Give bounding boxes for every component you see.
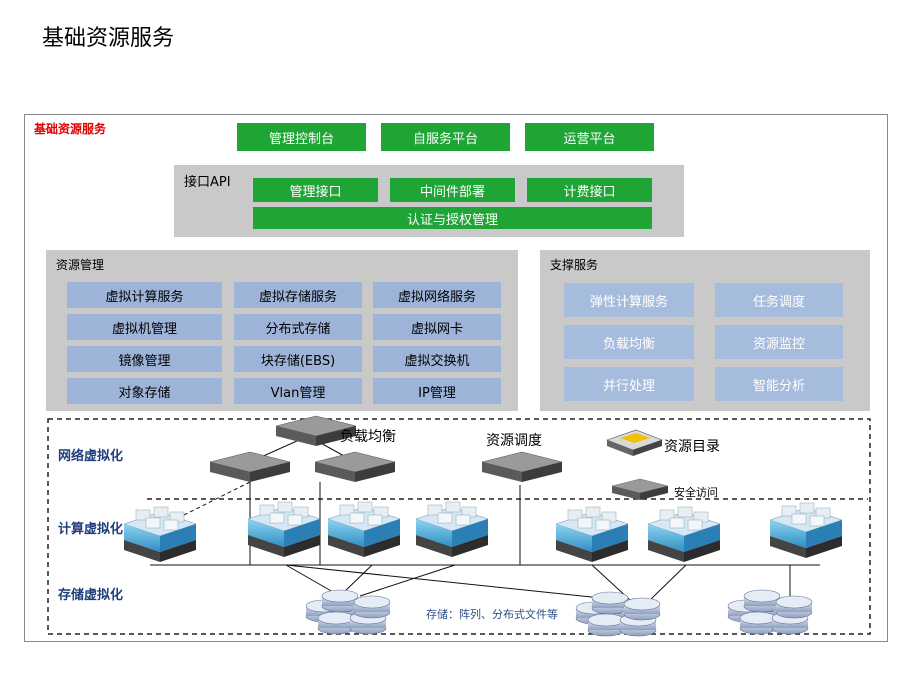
storage-layer-label: 存储虚拟化: [58, 588, 124, 603]
rm-cell: 块存储(EBS): [234, 346, 362, 372]
virtualization-outer-dashed: [47, 418, 871, 635]
rm-cell: 虚拟存储服务: [234, 282, 362, 308]
compute-rack-icon: [123, 506, 197, 563]
ops-platform-box: 运营平台: [525, 123, 654, 151]
server-icon: [314, 451, 396, 483]
middleware-box: 中间件部署: [390, 178, 515, 202]
api-panel-title: 接口API: [184, 175, 231, 190]
support-cell: 并行处理: [564, 367, 694, 401]
support-cell: 智能分析: [715, 367, 843, 401]
rm-cell: 虚拟网卡: [373, 314, 501, 340]
billing-interface-box: 计费接口: [527, 178, 652, 202]
self-service-box: 自服务平台: [381, 123, 510, 151]
secure-access-label: 安全访问: [674, 486, 718, 499]
rm-cell: 虚拟计算服务: [67, 282, 222, 308]
network-layer-label: 网络虚拟化: [58, 449, 124, 464]
rm-cell: IP管理: [373, 378, 501, 404]
frame-label: 基础资源服务: [34, 122, 107, 136]
catalog-device-icon: [606, 429, 663, 456]
server-icon: [611, 478, 669, 501]
compute-rack-icon: [415, 501, 489, 558]
rm-cell: 虚拟网络服务: [373, 282, 501, 308]
support-cell: 负载均衡: [564, 325, 694, 359]
support-cell: 弹性计算服务: [564, 283, 694, 317]
mgmt-interface-box: 管理接口: [253, 178, 378, 202]
support-cell: 任务调度: [715, 283, 843, 317]
support-title: 支撑服务: [550, 258, 599, 272]
rm-cell: 虚拟交换机: [373, 346, 501, 372]
storage-disk-icon: [306, 590, 390, 634]
rm-cell: 虚拟机管理: [67, 314, 222, 340]
scheduling-label: 资源调度: [486, 433, 542, 449]
server-icon: [481, 451, 563, 483]
mgmt-console-box: 管理控制台: [237, 123, 366, 151]
auth-box: 认证与授权管理: [253, 207, 652, 229]
page-title: 基础资源服务: [42, 26, 175, 51]
storage-note-label: 存储：阵列、分布式文件等: [426, 608, 558, 621]
resource-mgmt-title: 资源管理: [56, 258, 105, 272]
server-icon: [209, 451, 291, 483]
rm-cell: 对象存储: [67, 378, 222, 404]
compute-layer-label: 计算虚拟化: [58, 522, 124, 537]
compute-rack-icon: [555, 506, 629, 563]
catalog-label: 资源目录: [664, 439, 720, 455]
compute-rack-icon: [247, 501, 321, 558]
support-cell: 资源监控: [715, 325, 843, 359]
diagram-frame: [24, 114, 888, 642]
storage-disk-icon: [576, 592, 660, 636]
rm-cell: Vlan管理: [234, 378, 362, 404]
rm-cell: 分布式存储: [234, 314, 362, 340]
storage-disk-icon: [728, 590, 812, 634]
load-balance-label: 负载均衡: [340, 429, 396, 445]
compute-rack-icon: [647, 506, 721, 563]
compute-rack-icon: [769, 502, 843, 559]
compute-rack-icon: [327, 501, 401, 558]
rm-cell: 镜像管理: [67, 346, 222, 372]
